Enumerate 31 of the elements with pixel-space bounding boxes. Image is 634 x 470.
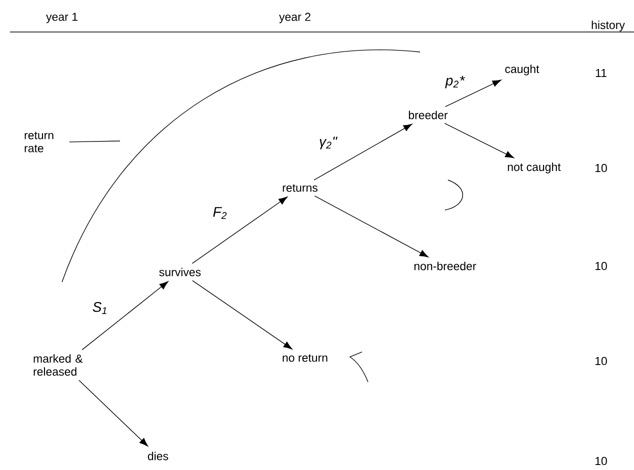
- text-label: 10: [595, 356, 607, 366]
- edge-label: p$_{2}$*: [444, 74, 466, 90]
- edge-label: F$_{2}$: [212, 206, 228, 220]
- arrow: [82, 281, 168, 350]
- arrow: [444, 122, 514, 158]
- arrow: [314, 124, 412, 180]
- arrow: [192, 196, 288, 264]
- node-label: dies: [148, 452, 168, 460]
- text-label: 10: [595, 164, 607, 172]
- arrow: [314, 196, 428, 258]
- node-label: survives: [159, 268, 201, 276]
- node-label: caught: [505, 64, 540, 76]
- text-label: 11: [596, 69, 606, 77]
- node-label: non-breeder: [414, 262, 476, 270]
- leader-line: [68, 140, 120, 142]
- node-label: returns: [282, 184, 318, 192]
- arrow: [78, 380, 148, 446]
- node-label: marked & released: [34, 354, 83, 376]
- text-label: history: [592, 20, 625, 32]
- text-label: 10: [595, 456, 607, 466]
- text-label: 10: [595, 262, 607, 270]
- text-label: year 1: [46, 12, 78, 24]
- node-label: return rate: [24, 132, 54, 152]
- node-label: no return: [282, 354, 328, 362]
- text-label: year 2: [279, 12, 310, 24]
- node-label: not caught: [508, 162, 561, 174]
- arrow: [192, 280, 292, 350]
- node-label: breeder: [408, 110, 448, 120]
- edge-label: γ$_{2}$": [318, 136, 338, 150]
- arrow: [444, 80, 502, 108]
- edge-label: S$_{1}$: [91, 301, 109, 315]
